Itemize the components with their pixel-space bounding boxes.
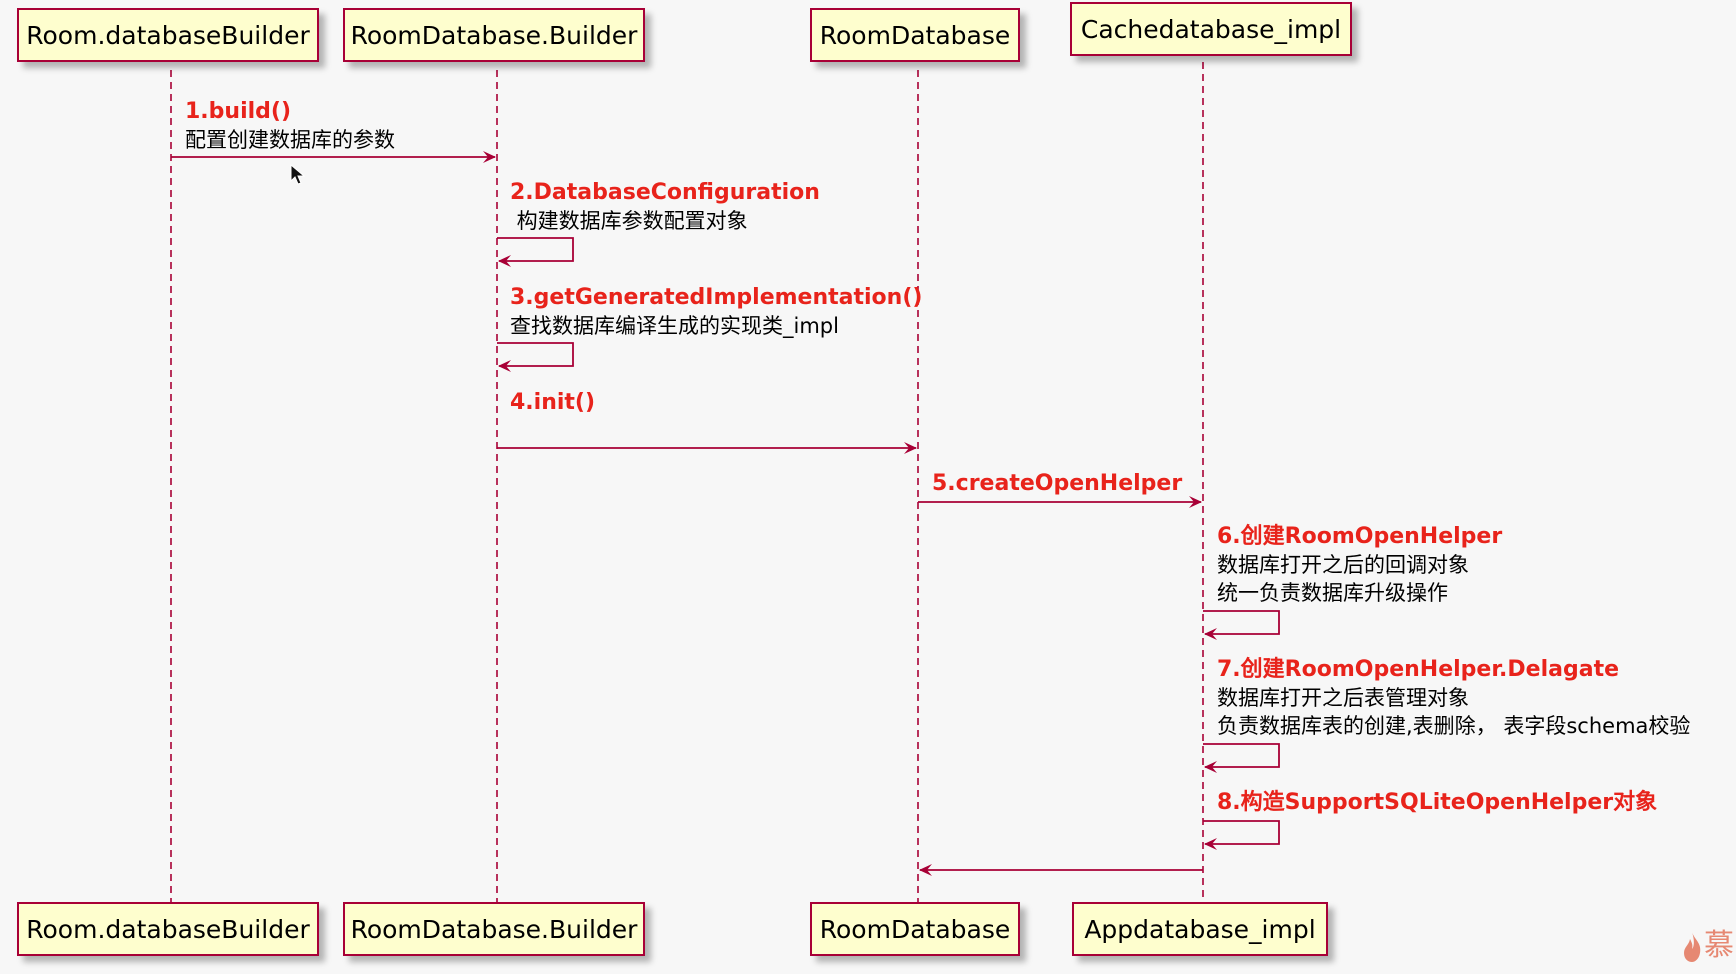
message-7-label: 7.创建RoomOpenHelper.Delagate 数据库打开之后表管理对象… (1217, 656, 1690, 740)
message-2-label: 2.DatabaseConfiguration 构建数据库参数配置对象 (510, 179, 820, 235)
message-5-title: 5.createOpenHelper (932, 471, 1183, 496)
participant-bottom-room-databasebuilder: Room.databaseBuilder (17, 902, 319, 956)
participant-top-cachedatabase-impl: Cachedatabase_impl (1070, 2, 1352, 56)
mouse-pointer-icon (290, 164, 306, 185)
participant-bottom-roomdatabase: RoomDatabase (810, 902, 1020, 956)
message-8-label: 8.构造SupportSQLiteOpenHelper对象 (1217, 789, 1657, 817)
flame-logo-icon: 慕 (1680, 920, 1734, 964)
participant-top-roomdatabase: RoomDatabase (810, 8, 1020, 62)
message-7-desc-line-1: 数据库打开之后表管理对象 (1217, 686, 1469, 710)
arrow-create-delegate (1203, 743, 1280, 773)
message-5-label: 5.createOpenHelper (932, 470, 1182, 498)
arrow-database-configuration (497, 237, 574, 267)
arrow-construct-support-helper (1203, 820, 1280, 850)
message-6-label: 6.创建RoomOpenHelper 数据库打开之后的回调对象 统一负责数据库升… (1217, 523, 1502, 607)
message-8-title: 8.构造SupportSQLiteOpenHelper对象 (1217, 790, 1658, 815)
message-4-label: 4.init() (510, 389, 595, 417)
message-1-title: 1.build() (185, 99, 292, 124)
message-6-title: 6.创建RoomOpenHelper (1217, 524, 1503, 549)
flame-shape (1684, 931, 1701, 962)
message-3-label: 3.getGeneratedImplementation() 查找数据库编译生成… (510, 284, 922, 340)
message-6-desc-line-1: 数据库打开之后的回调对象 (1217, 553, 1469, 577)
message-4-title: 4.init() (510, 390, 596, 415)
message-7-desc-line-2: 负责数据库表的创建,表删除， 表字段schema校验 (1217, 714, 1691, 738)
participant-top-roomdatabase-builder: RoomDatabase.Builder (343, 8, 645, 62)
message-7-title: 7.创建RoomOpenHelper.Delagate (1217, 657, 1620, 682)
participant-bottom-appdatabase-impl: Appdatabase_impl (1072, 902, 1328, 956)
arrow-create-room-open-helper (1203, 610, 1280, 640)
arrow-get-generated-implementation (497, 342, 574, 372)
participant-bottom-roomdatabase-builder: RoomDatabase.Builder (343, 902, 645, 956)
message-2-desc-line-1: 构建数据库参数配置对象 (510, 209, 748, 233)
message-1-desc-line-1: 配置创建数据库的参数 (185, 128, 395, 152)
message-2-title: 2.DatabaseConfiguration (510, 180, 820, 205)
message-6-desc-line-2: 统一负责数据库升级操作 (1217, 581, 1448, 605)
message-3-title: 3.getGeneratedImplementation() (510, 285, 923, 310)
participant-top-room-databasebuilder: Room.databaseBuilder (17, 8, 319, 62)
message-1-label: 1.build() 配置创建数据库的参数 (185, 98, 395, 154)
message-3-desc-line-1: 查找数据库编译生成的实现类_impl (510, 314, 839, 338)
watermark-glyph: 慕 (1704, 928, 1734, 963)
